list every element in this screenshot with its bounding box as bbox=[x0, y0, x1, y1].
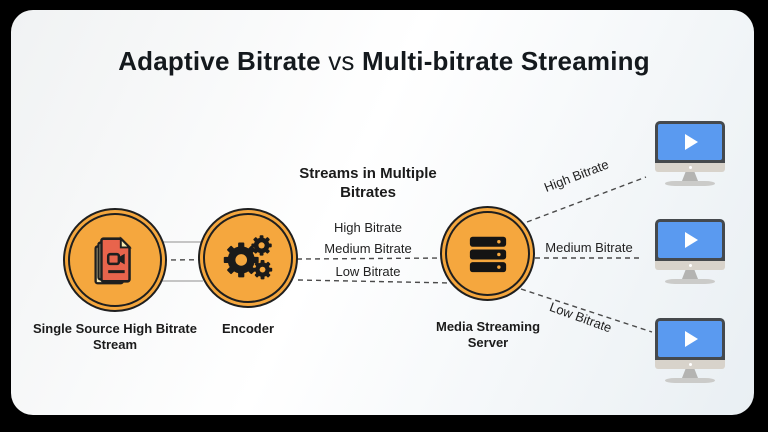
node-encoder bbox=[198, 208, 298, 308]
viewer-monitor-medium bbox=[655, 219, 725, 284]
monitor-stand bbox=[682, 270, 698, 279]
dashed-connector-low bbox=[297, 279, 453, 284]
monitor-base bbox=[665, 279, 715, 284]
dashed-output-low bbox=[520, 288, 653, 333]
node-single-source bbox=[63, 208, 167, 312]
dashed-output-high bbox=[526, 176, 647, 223]
streams-heading: Streams in Multiple Bitrates bbox=[299, 165, 437, 201]
viewer-monitor-low bbox=[655, 318, 725, 383]
title-adaptive-bitrate: Adaptive Bitrate bbox=[118, 46, 321, 76]
monitor-stand bbox=[682, 172, 698, 181]
monitor-chin bbox=[655, 163, 725, 172]
monitor-bezel bbox=[655, 219, 725, 261]
play-icon bbox=[685, 134, 698, 150]
viewer-monitor-high bbox=[655, 121, 725, 186]
monitor-screen bbox=[658, 124, 722, 160]
stream-medium-bitrate: Medium Bitrate bbox=[324, 241, 412, 256]
video-file-stack-icon bbox=[94, 236, 132, 285]
server-icon bbox=[469, 236, 506, 272]
monitor-stand bbox=[682, 369, 698, 378]
play-icon bbox=[685, 232, 698, 248]
label-single-source: Single Source High Bitrate Stream bbox=[33, 321, 197, 352]
output-label-medium-bitrate: Medium Bitrate bbox=[545, 240, 633, 255]
title-multi-bitrate-streaming: Multi-bitrate Streaming bbox=[362, 46, 650, 76]
monitor-screen bbox=[658, 321, 722, 357]
stream-high-bitrate: High Bitrate bbox=[334, 220, 402, 235]
monitor-chin bbox=[655, 360, 725, 369]
gears-icon bbox=[223, 235, 273, 280]
monitor-bezel bbox=[655, 318, 725, 360]
label-encoder: Encoder bbox=[221, 321, 274, 336]
camera-dot-icon bbox=[688, 363, 692, 366]
camera-dot-icon bbox=[688, 264, 692, 267]
monitor-chin bbox=[655, 261, 725, 270]
node-media-server bbox=[440, 206, 535, 301]
camera-dot-icon bbox=[688, 166, 692, 169]
page-title: Adaptive Bitrate vs Multi-bitrate Stream… bbox=[94, 44, 674, 78]
monitor-bezel bbox=[655, 121, 725, 163]
monitor-base bbox=[665, 181, 715, 186]
title-vs: vs bbox=[320, 46, 363, 76]
monitor-screen bbox=[658, 222, 722, 258]
label-media-server: Media Streaming Server bbox=[435, 319, 541, 350]
monitor-base bbox=[665, 378, 715, 383]
play-icon bbox=[685, 331, 698, 347]
stream-low-bitrate: Low Bitrate bbox=[335, 264, 401, 279]
